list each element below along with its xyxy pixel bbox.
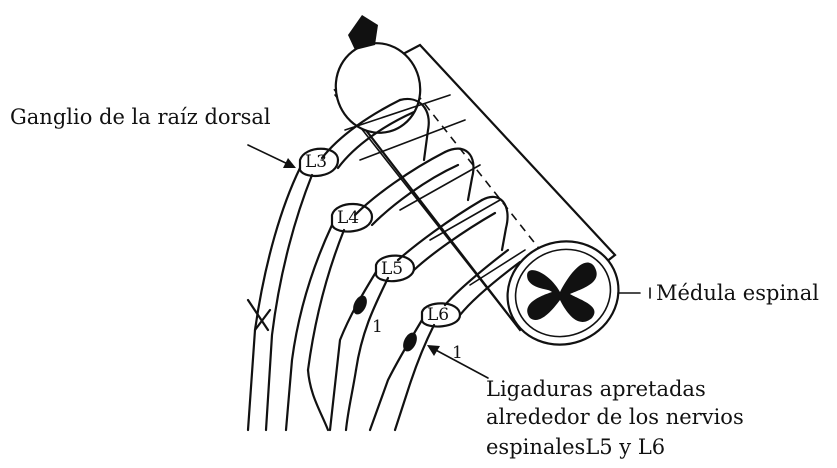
- segment-label-l3: L3: [305, 152, 327, 172]
- label-ligatures-line2: alrededor de los nervios: [486, 405, 744, 429]
- label-ligatures-line3: espinalesL5 y L6: [486, 435, 665, 459]
- label-ligatures-line1: Ligaduras apretadas: [486, 377, 706, 401]
- segment-label-l6: L6: [427, 305, 449, 325]
- label-ganglion: Ganglio de la raíz dorsal: [10, 105, 271, 129]
- arrow-ganglion: [248, 145, 292, 166]
- segment-label-l5: L5: [381, 259, 403, 279]
- spinal-cord: [326, 15, 633, 360]
- segment-label-l4: L4: [337, 208, 359, 228]
- cord-top-nub: [348, 15, 378, 50]
- label-spinal-cord: Médula espinal: [656, 281, 819, 305]
- ligature-mark-l6: 1: [452, 343, 463, 363]
- ligature-mark-l5: 1: [372, 317, 383, 337]
